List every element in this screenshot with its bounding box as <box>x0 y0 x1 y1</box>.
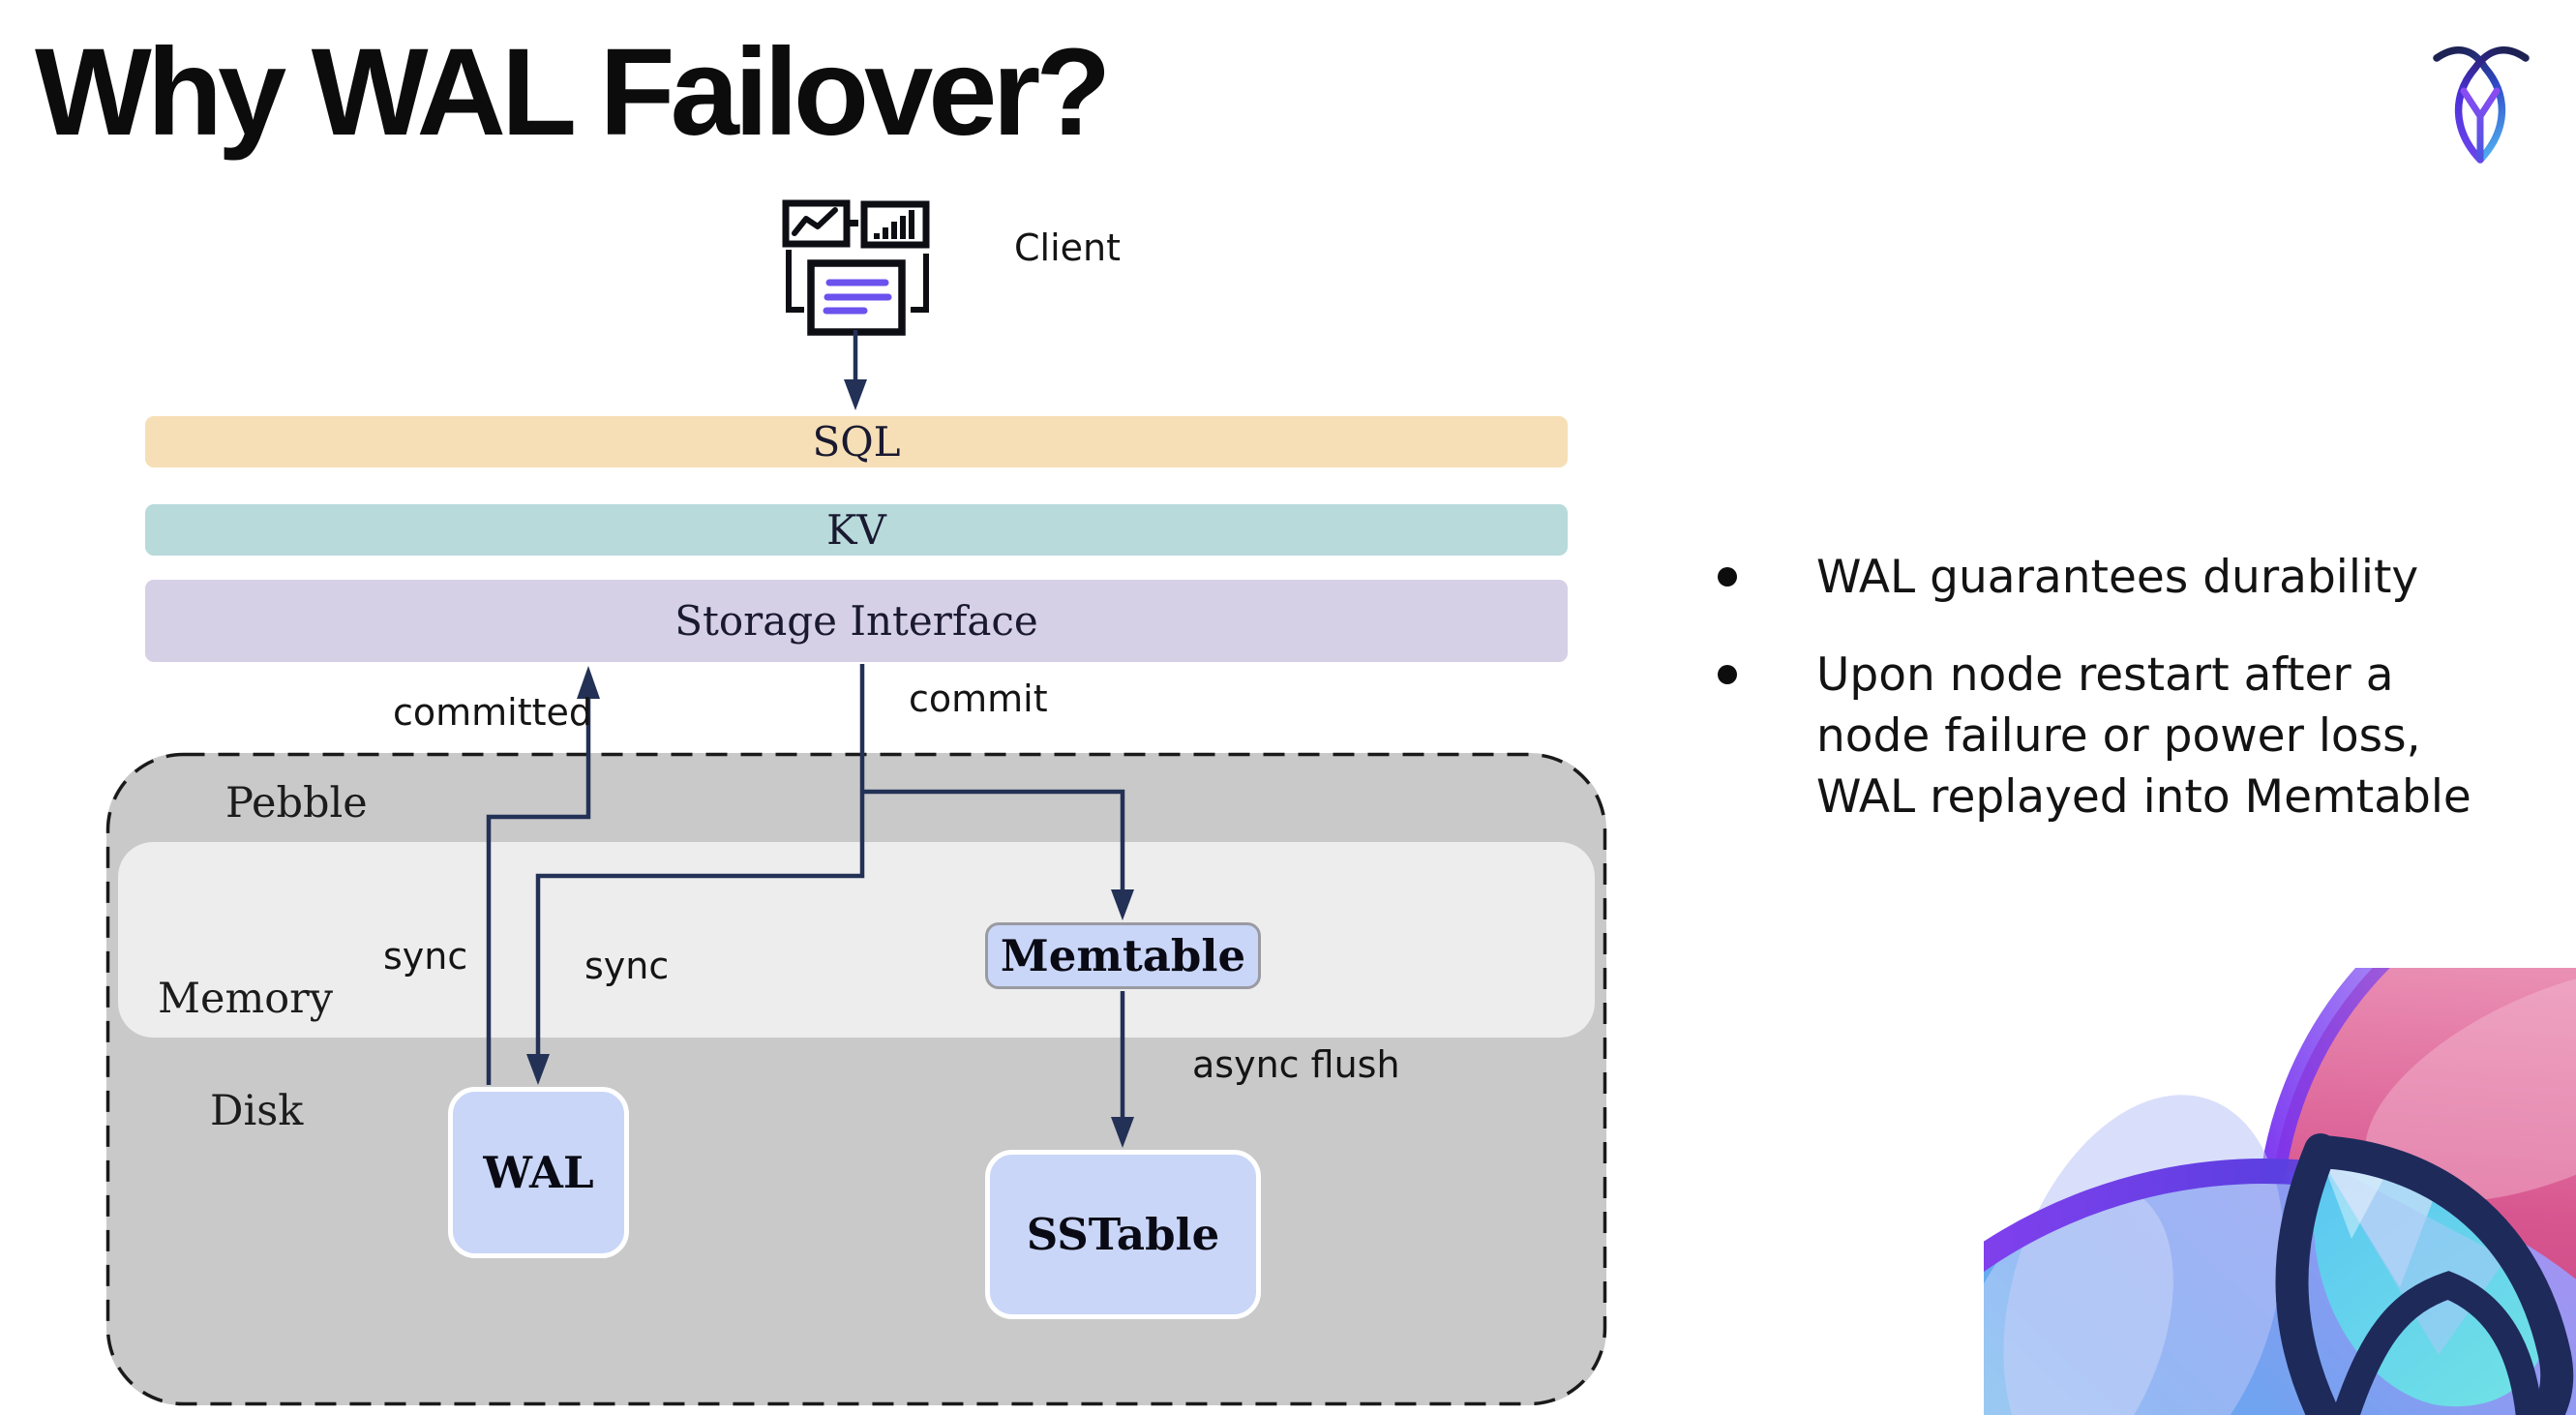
layer-bar-kv: KV <box>145 504 1568 556</box>
bullet-text: Upon node restart after a node failure o… <box>1816 645 2471 828</box>
edge-label-sync-out: sync <box>383 935 468 978</box>
node-wal: WAL <box>448 1087 629 1258</box>
edge-label-committed: committed <box>393 691 593 734</box>
bullet-item: Upon node restart after a node failure o… <box>1718 645 2550 828</box>
dash-connector <box>850 220 858 226</box>
page-title: Why WAL Failover? <box>35 23 1111 162</box>
sstable-label: SSTable <box>1026 1209 1220 1260</box>
edge-label-commit: commit <box>909 677 1048 720</box>
disk-label: Disk <box>210 1087 304 1135</box>
memory-label: Memory <box>158 975 333 1023</box>
cockroachdb-corner-art <box>1984 968 2576 1415</box>
bullet-line: WAL replayed into Memtable <box>1816 770 2471 824</box>
bullet-item: WAL guarantees durability <box>1718 547 2550 608</box>
layer-label-kv: KV <box>826 506 886 554</box>
left-bracket-icon <box>786 250 804 313</box>
layer-label-storage-interface: Storage Interface <box>674 597 1038 645</box>
bullet-list: WAL guarantees durability Upon node rest… <box>1718 547 2550 864</box>
node-memtable: Memtable <box>985 922 1261 989</box>
cockroachdb-logo-icon <box>2433 46 2530 164</box>
edge-label-sync-in: sync <box>584 945 670 987</box>
pebble-label: Pebble <box>225 779 368 828</box>
memory-band <box>118 842 1595 1038</box>
bullet-dot-icon <box>1718 665 1737 684</box>
bullet-line: node failure or power loss, <box>1816 709 2421 763</box>
edge-label-async-flush: async flush <box>1192 1043 1400 1086</box>
node-sstable: SSTable <box>985 1150 1261 1319</box>
bullet-text: WAL guarantees durability <box>1816 547 2418 608</box>
wal-label: WAL <box>483 1147 594 1198</box>
memtable-label: Memtable <box>1000 930 1246 981</box>
bullet-dot-icon <box>1718 567 1737 587</box>
layer-bar-storage-interface: Storage Interface <box>145 580 1568 662</box>
right-bracket-icon <box>911 254 929 313</box>
layer-label-sql: SQL <box>812 418 901 466</box>
bullet-line: WAL guarantees durability <box>1816 551 2419 604</box>
client-label: Client <box>1014 226 1122 269</box>
client-icon <box>782 199 930 336</box>
bullet-line: Upon node restart after a <box>1816 648 2394 702</box>
layer-bar-sql: SQL <box>145 416 1568 467</box>
